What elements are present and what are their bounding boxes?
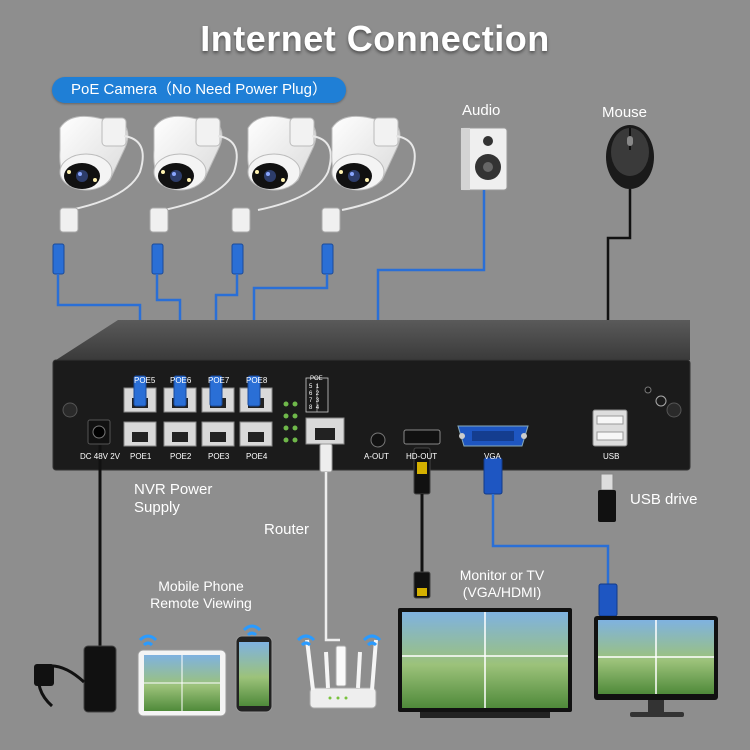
tv-hdmi-icon xyxy=(398,608,572,718)
port-label-poe1: POE1 xyxy=(130,452,152,461)
port-label-poe8: POE8 xyxy=(246,376,268,385)
port-label-poe2: POE2 xyxy=(170,452,192,461)
port-label-hdout: HD-OUT xyxy=(406,452,438,461)
wifi-icons xyxy=(138,624,382,647)
monitor-vga-icon xyxy=(594,616,718,717)
poe-table-head: POE xyxy=(310,376,323,382)
nvr-power-label-line1: NVR Power xyxy=(134,481,213,498)
poe-camera-3 xyxy=(247,115,332,211)
port-label-poe5: POE5 xyxy=(134,376,156,385)
tablet-icon xyxy=(137,649,227,717)
audio-label: Audio xyxy=(462,102,501,119)
port-label-usb: USB xyxy=(603,452,620,461)
poe-table-row-4: 8 4 xyxy=(309,405,320,411)
router-label: Router xyxy=(264,521,310,538)
mouse-icon xyxy=(606,125,654,189)
poe-camera-1 xyxy=(59,115,144,211)
camera-rj45-plugs xyxy=(52,243,334,275)
poe-camera-banner: PoE Camera（No Need Power Plug） xyxy=(52,77,346,103)
mouse-label: Mouse xyxy=(602,104,648,121)
port-label-poe4: POE4 xyxy=(246,452,268,461)
usb-drive-icon xyxy=(598,473,616,522)
usb-drive-label: USB drive xyxy=(630,491,698,508)
page-title: Internet Connection xyxy=(200,18,550,59)
poe-table-row-2: 6 2 xyxy=(309,391,320,397)
camera-connectors xyxy=(59,207,341,233)
port-label-aout: A-OUT xyxy=(364,452,389,461)
nvr-power-label-line2: Supply xyxy=(134,499,180,516)
port-label-poe3: POE3 xyxy=(208,452,230,461)
port-label-poe7: POE7 xyxy=(208,376,230,385)
power-adapter-icon xyxy=(34,645,117,713)
poe-inserted-plugs xyxy=(133,375,261,407)
port-label-vga: VGA xyxy=(484,452,501,461)
monitor-label-line1: Monitor or TV xyxy=(459,567,545,583)
vga-plug-icon xyxy=(483,457,503,495)
poe-table-row-1: 5 1 xyxy=(309,384,320,390)
poe-camera-4 xyxy=(331,115,416,211)
speaker-icon xyxy=(460,127,508,191)
port-label-power: DC 48V 2V xyxy=(80,452,121,461)
lan-plug-icon xyxy=(319,443,333,473)
mouse-cable xyxy=(606,189,632,368)
monitor-label-line2: (VGA/HDMI) xyxy=(462,584,542,600)
poe-table-row-3: 7 3 xyxy=(309,398,320,404)
vga-cable xyxy=(491,494,610,586)
mobile-label-line1: Mobile Phone xyxy=(158,578,244,594)
router-cable xyxy=(324,472,340,642)
mobile-label-line2: Remote Viewing xyxy=(150,595,252,611)
port-label-poe6: POE6 xyxy=(170,376,192,385)
phone-icon xyxy=(235,635,273,713)
nvr-recorder xyxy=(52,320,691,471)
router-icon xyxy=(305,639,378,709)
poe-camera-2 xyxy=(153,115,238,211)
